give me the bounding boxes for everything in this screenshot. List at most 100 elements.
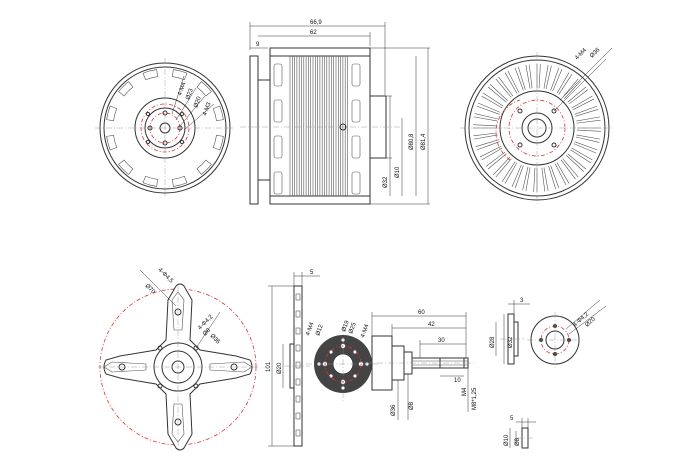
spoke (473, 132, 498, 140)
plate-hole (329, 350, 333, 354)
shaft-dia36-label: Ø36 (391, 404, 397, 416)
spoke (556, 72, 573, 95)
dia80-label: Ø80,8 (409, 133, 415, 150)
spoke (548, 165, 560, 190)
shaft-30-label: 30 (438, 338, 445, 344)
vent-slot (106, 135, 118, 151)
notch (295, 361, 301, 369)
vent-slot (196, 159, 212, 175)
vent-slot (118, 81, 134, 97)
spoke (562, 78, 581, 99)
notch (295, 378, 301, 386)
spoke (533, 167, 538, 192)
spoke (560, 158, 579, 180)
side-5-label: 5 (310, 270, 314, 276)
plate-dia25-label: Ø25 (348, 321, 358, 334)
adapter-side-view: 3 Ø28 Ø32 (490, 298, 530, 365)
rear-spokes (473, 64, 601, 192)
vent-slot (142, 175, 158, 187)
spoke (504, 70, 520, 94)
spoke (481, 92, 504, 109)
x-dia70-label: Ø70 (144, 283, 157, 296)
spoke (536, 64, 541, 89)
vent-slot (172, 69, 188, 81)
len-body-label: 62 (310, 30, 317, 36)
washer-dia10-label: Ø10 (504, 434, 510, 446)
spoke (511, 164, 524, 189)
plate-m4-label: 4-M4 (305, 321, 316, 337)
dia81-label: Ø81,4 (421, 133, 427, 150)
x-mount-view: 4-Φ4,5 Ø70 4-Φ4,2 Ø8 Ø36 (98, 267, 258, 451)
spoke (473, 124, 498, 129)
washer-5-label: 5 (510, 416, 514, 422)
plate-hole (353, 350, 357, 354)
side-slot (273, 99, 283, 123)
spoke (522, 166, 531, 192)
spoke (554, 162, 570, 186)
side-slot (351, 63, 361, 87)
dia10-label: Ø10 (395, 166, 401, 178)
front-vent-slots (106, 69, 224, 187)
washer-view: 5 Ø10 Ø8 (504, 416, 536, 449)
front-view: 4-M4 Ø23 Ø20 4-M3 (95, 58, 235, 198)
spoke (576, 116, 601, 124)
shaft-10-label: 10 (454, 378, 461, 384)
spoke (575, 134, 601, 143)
x-holes-label: 4-Φ4,5 (157, 267, 175, 285)
vent-slot (196, 81, 212, 97)
side-view: 66,9 62 9 Ø80,8 Ø81,4 Ø32 Ø10 (240, 20, 430, 205)
vent-slot (106, 105, 118, 121)
spoke (485, 151, 507, 170)
spoke (473, 113, 499, 122)
adapter-dia32-label: Ø32 (508, 336, 514, 348)
spoke (550, 67, 563, 92)
shaft-view: 60 42 30 10 M4 M8*1,25 Ø36 Ø8 (366, 310, 478, 420)
vent-slot (212, 135, 224, 151)
spoke (487, 84, 508, 103)
front-dia23-label: Ø23 (185, 87, 195, 100)
notch (295, 429, 301, 437)
front-holes-m3-label: 4-M3 (202, 101, 213, 117)
vent-slot (118, 159, 134, 175)
spoke (571, 95, 595, 111)
vent-slot (172, 175, 188, 187)
spoke (570, 147, 593, 164)
plate-hole (341, 386, 345, 390)
spoke (479, 145, 503, 161)
side-slot (351, 171, 361, 195)
spoke (525, 64, 533, 89)
adapter-dia28-label: Ø28 (490, 336, 496, 348)
side-slot (273, 135, 283, 159)
shaft-42-label: 42 (428, 322, 435, 328)
notch (295, 344, 301, 352)
spoke (475, 139, 500, 151)
spoke (541, 167, 549, 192)
spoke (514, 66, 526, 91)
spoke (476, 102, 501, 115)
plate-dia12-label: Ø12 (315, 323, 325, 336)
mount-side-notches (295, 293, 301, 437)
notch (295, 412, 301, 420)
plate-m4b-label: 4-M4 (360, 323, 371, 339)
rear-holes-label: 4-M4 (574, 47, 588, 61)
side-slot (273, 63, 283, 87)
spoke (576, 127, 601, 132)
spoke (573, 141, 598, 154)
notch (295, 327, 301, 335)
washer-dia8-label: Ø8 (515, 437, 521, 446)
spoke (543, 64, 552, 90)
spoke (493, 157, 512, 178)
notch (295, 310, 301, 318)
prop-plate-view: 4-M4 Ø12 Ø19 Ø25 4-M4 (305, 319, 380, 402)
side-slot (351, 135, 361, 159)
notch (295, 395, 301, 403)
notch (295, 293, 301, 301)
side-slot (273, 171, 283, 195)
x-dia36-label: Ø36 (209, 333, 222, 346)
side-slot (351, 99, 361, 123)
shaft-60-label: 60 (418, 310, 425, 316)
vent-slot (212, 105, 224, 121)
plate-dia19-label: Ø19 (341, 319, 351, 332)
spoke (567, 86, 589, 105)
plate-hole (353, 374, 357, 378)
